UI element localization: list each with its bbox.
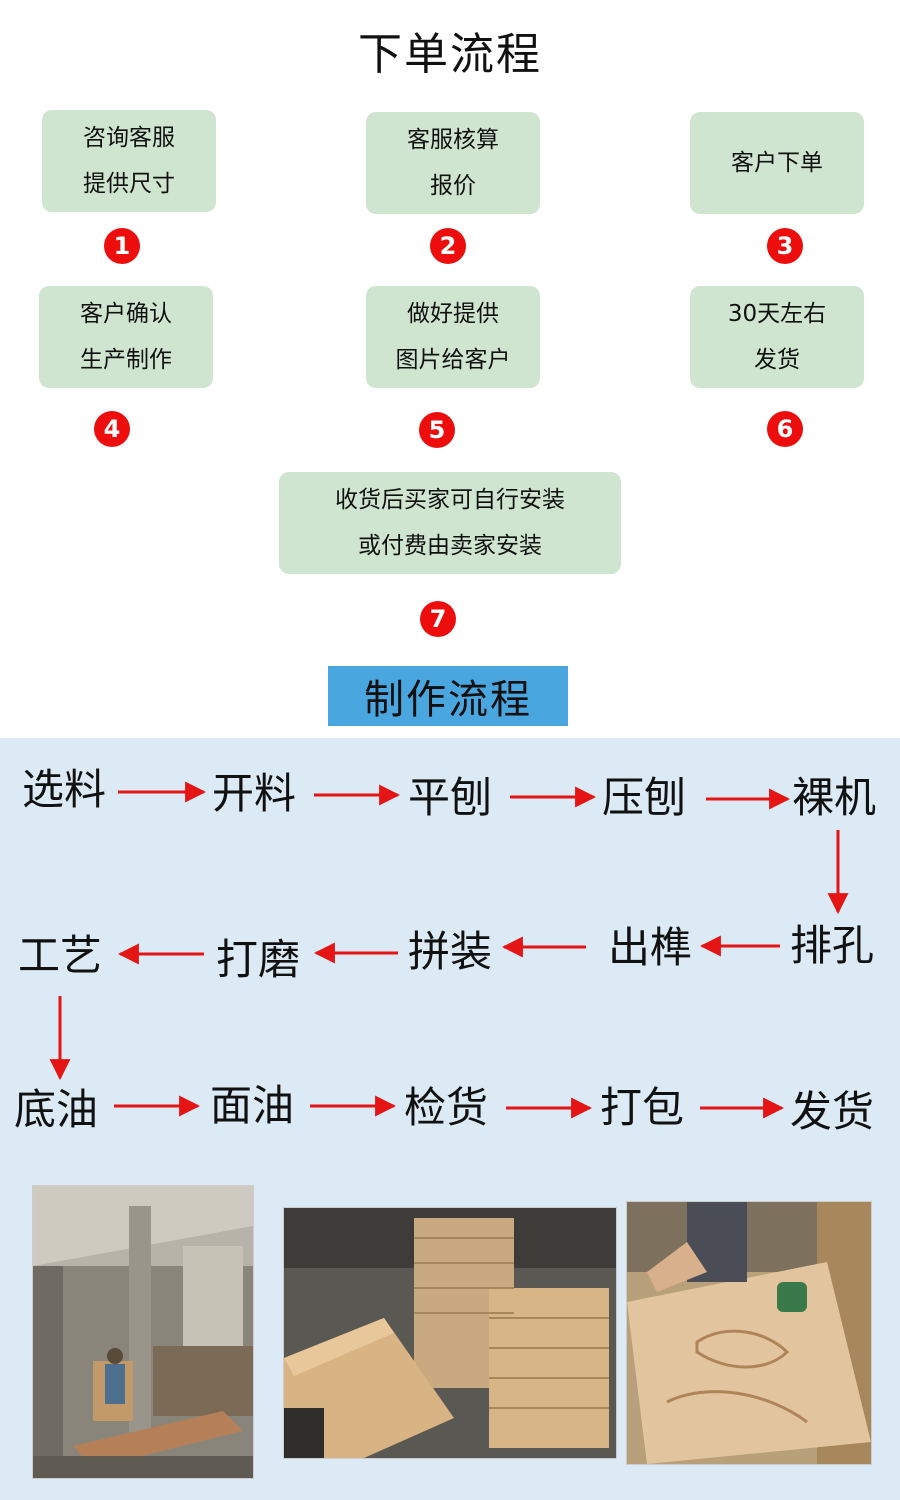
sanding-photo xyxy=(626,1201,872,1465)
order-step-3-line1: 客户下单 xyxy=(731,150,823,176)
sanding-image xyxy=(627,1202,871,1464)
order-step-5-line1: 做好提供 xyxy=(407,301,499,327)
order-step-5-line2: 图片给客户 xyxy=(395,347,511,373)
order-flow-title: 下单流程 xyxy=(358,29,542,80)
order-step-1-line2: 提供尺寸 xyxy=(83,171,175,197)
prod-step-sanding: 打磨 xyxy=(216,935,301,984)
prod-step-select-material: 选料 xyxy=(22,765,107,814)
step-5-badge: 5 xyxy=(419,412,455,448)
order-step-4-line1: 客户确认 xyxy=(80,301,172,327)
workshop-photo xyxy=(32,1185,254,1479)
workshop-image xyxy=(33,1186,253,1478)
order-step-2-box: 客服核算 报价 xyxy=(366,112,540,214)
prod-step-thickness-planing: 压刨 xyxy=(602,773,687,822)
order-step-5-box: 做好提供 图片给客户 xyxy=(366,286,540,388)
order-step-6-box: 30天左右 发货 xyxy=(690,286,864,388)
prod-step-drilling: 排孔 xyxy=(790,921,875,970)
order-step-4-box: 客户确认 生产制作 xyxy=(39,286,213,388)
prod-step-assembly: 拼装 xyxy=(408,927,493,976)
order-step-6-line2: 发货 xyxy=(754,347,800,373)
order-step-6-line1: 30天左右 xyxy=(727,301,827,327)
prod-step-cutting: 开料 xyxy=(212,769,297,818)
order-step-7-line2: 或付费由卖家安装 xyxy=(358,533,542,559)
prod-step-flat-planing: 平刨 xyxy=(408,773,493,822)
prod-step-packing: 打包 xyxy=(600,1083,685,1132)
door-stack-image xyxy=(284,1208,616,1458)
step-7-badge: 7 xyxy=(420,601,456,637)
prod-step-primer: 底油 xyxy=(14,1085,99,1134)
order-step-3-box: 客户下单 xyxy=(690,112,864,214)
door-stack-photo xyxy=(283,1207,617,1459)
production-flow-title-text: 制作流程 xyxy=(364,677,532,723)
step-2-badge: 2 xyxy=(430,228,466,264)
prod-step-tenon: 出榫 xyxy=(608,923,693,972)
prod-step-craft: 工艺 xyxy=(18,931,103,980)
step-6-badge: 6 xyxy=(767,411,803,447)
prod-step-topcoat: 面油 xyxy=(210,1081,295,1130)
prod-step-shipping: 发货 xyxy=(790,1087,875,1136)
prod-step-inspection: 检货 xyxy=(404,1083,489,1132)
order-step-7-line1: 收货后买家可自行安装 xyxy=(335,487,565,513)
order-step-2-line1: 客服核算 xyxy=(407,127,499,153)
order-step-1-line1: 咨询客服 xyxy=(83,125,175,151)
order-step-2-line2: 报价 xyxy=(430,173,476,199)
production-flow-title: 制作流程 xyxy=(328,666,568,726)
order-step-4-line2: 生产制作 xyxy=(80,347,172,373)
step-3-badge: 3 xyxy=(767,228,803,264)
step-1-badge: 1 xyxy=(104,228,140,264)
step-4-badge: 4 xyxy=(94,411,130,447)
order-step-7-box: 收货后买家可自行安装 或付费由卖家安装 xyxy=(279,472,621,574)
prod-step-raw-machine: 裸机 xyxy=(792,773,877,822)
order-step-1-box: 咨询客服 提供尺寸 xyxy=(42,110,216,212)
